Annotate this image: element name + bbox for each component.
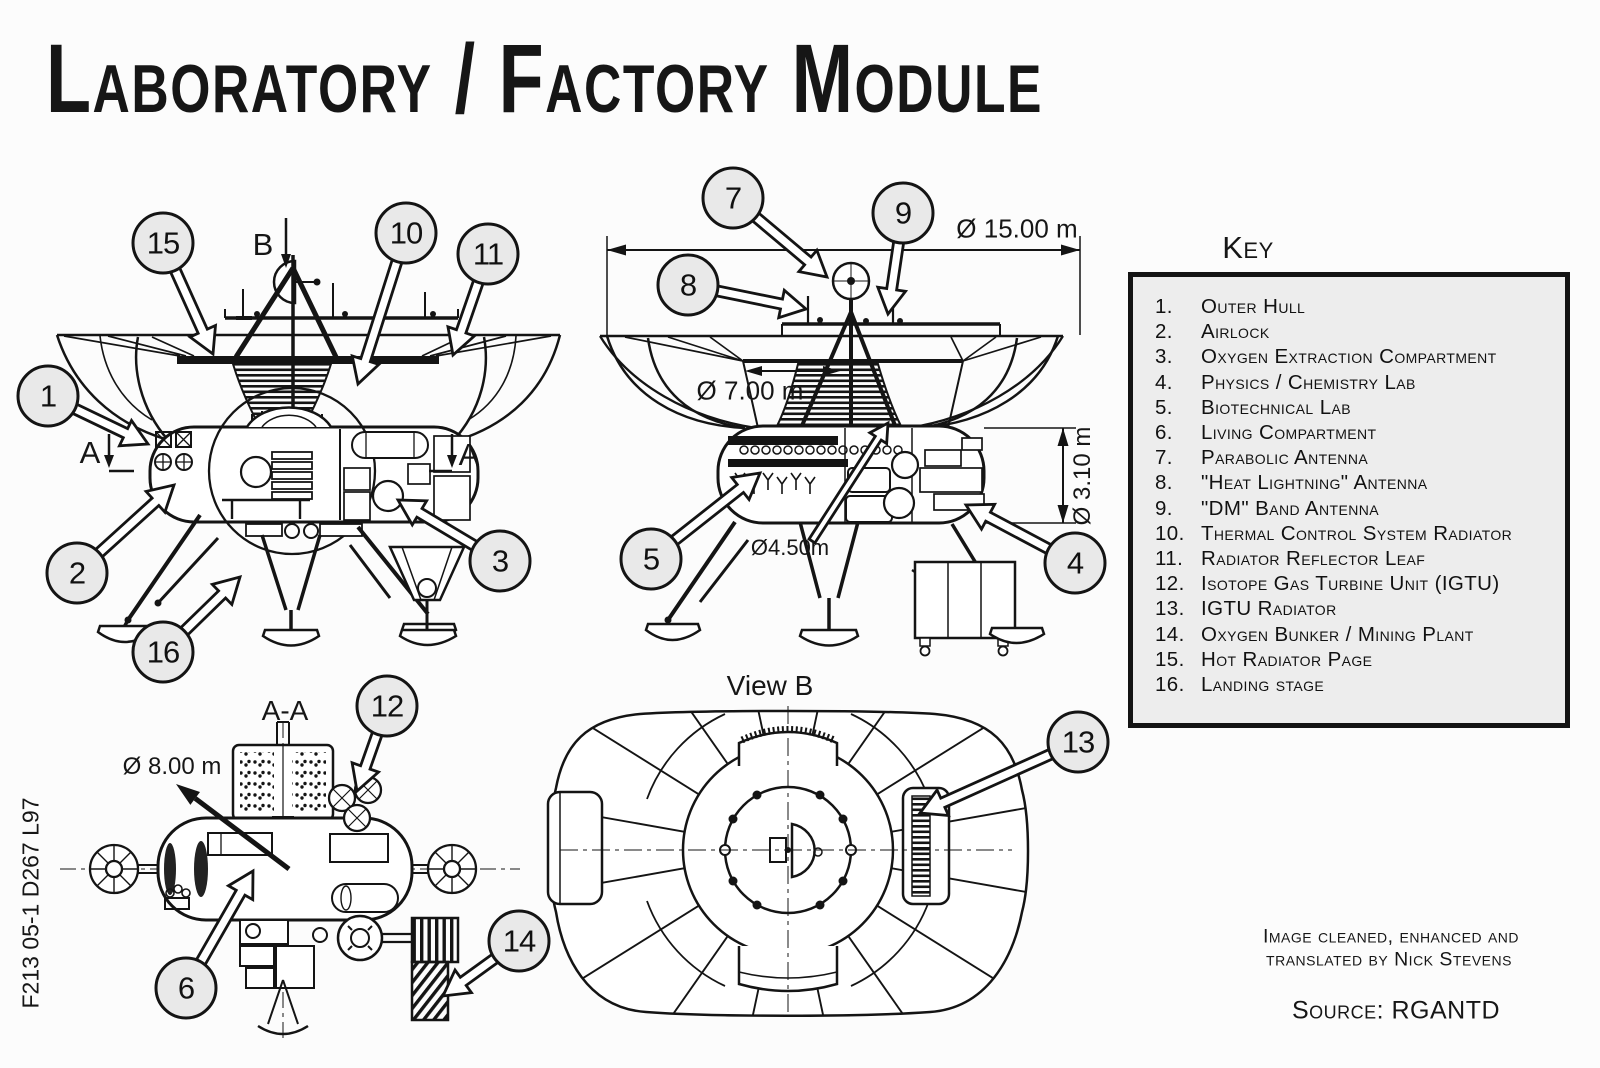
key-item-number: 2. [1155, 320, 1173, 344]
dimension-8m: Ø 8.00 m [122, 753, 222, 780]
key-item: 16. Landing stage [1133, 672, 1565, 697]
key-item-number: 15. [1155, 647, 1185, 671]
key-item-label: Oxygen Extraction Compartment [1201, 345, 1497, 369]
key-item-number: 5. [1155, 395, 1173, 419]
key-item-number: 13. [1155, 597, 1185, 621]
igtu-turbines [327, 775, 383, 833]
key-item-label: IGTU Radiator [1201, 597, 1337, 621]
leader-arrows [70, 210, 1056, 998]
section-fan-right [412, 843, 478, 895]
key-item-label: Isotope Gas Turbine Unit (IGTU) [1201, 572, 1500, 596]
key-item: 8. "Heat Lightning" Antenna [1133, 470, 1565, 495]
key-item-label: "Heat Lightning" Antenna [1201, 471, 1428, 495]
key-item-number: 12. [1155, 572, 1185, 596]
drawing-number: F213 05-1 D267 L97 [17, 797, 44, 1009]
callout-15: 15 [131, 211, 195, 275]
key-item: 12. Isotope Gas Turbine Unit (IGTU) [1133, 571, 1565, 596]
callout-5: 5 [619, 527, 683, 591]
key-item-number: 3. [1155, 345, 1173, 369]
callout-14: 14 [487, 909, 551, 973]
key-title: Key [1222, 230, 1274, 265]
key-item: 15. Hot Radiator Page [1133, 647, 1565, 672]
key-item-number: 6. [1155, 421, 1173, 445]
key-item: 6. Living Compartment [1133, 420, 1565, 445]
callout-4: 4 [1043, 531, 1107, 595]
view-b-drawing [546, 706, 1030, 1017]
callout-2: 2 [45, 541, 109, 605]
section-aa-title: A-A [261, 695, 309, 726]
key-item-label: Thermal Control System Radiator [1201, 521, 1513, 545]
callout-3: 3 [468, 529, 532, 593]
callout-13: 13 [1046, 710, 1110, 774]
key-item: 13. IGTU Radiator [1133, 596, 1565, 621]
key-item: 14. Oxygen Bunker / Mining Plant [1133, 622, 1565, 647]
key-item-label: Radiator Reflector Leaf [1201, 547, 1426, 571]
key-item-label: Physics / Chemistry Lab [1201, 370, 1416, 394]
key-item: 1. Outer Hull [1133, 294, 1565, 319]
credit-source: Source: RGANTD [1291, 996, 1501, 1025]
front-elevation-drawing [599, 236, 1081, 657]
key-item-label: Oxygen Bunker / Mining Plant [1201, 622, 1474, 646]
section-fan-left [88, 843, 158, 895]
callout-12: 12 [355, 674, 419, 738]
front-landing-legs [644, 520, 1046, 657]
key-item-label: Biotechnical Lab [1201, 395, 1351, 419]
key-item-number: 1. [1155, 295, 1173, 318]
view-b-title: View B [726, 670, 814, 701]
key-item-number: 16. [1155, 673, 1185, 697]
key-item: 10. Thermal Control System Radiator [1133, 521, 1565, 546]
key-item-number: 4. [1155, 370, 1173, 394]
key-item-number: 9. [1155, 496, 1173, 520]
mining-plant-box [410, 916, 460, 964]
side-landing-legs [96, 513, 466, 647]
key-item-label: Hot Radiator Page [1201, 647, 1373, 671]
key-item: 3. Oxygen Extraction Compartment [1133, 344, 1565, 369]
view-b-cut-marker: B [252, 227, 274, 262]
key-item: 5. Biotechnical Lab [1133, 395, 1565, 420]
key-item-number: 8. [1155, 471, 1173, 495]
dimension-3-10m: Ø 3.10 m [1069, 426, 1096, 526]
key-item: 4. Physics / Chemistry Lab [1133, 370, 1565, 395]
credit-line-1: Image cleaned, enhanced and [1262, 925, 1520, 948]
callout-6: 6 [154, 956, 218, 1020]
key-item-number: 14. [1155, 622, 1185, 646]
callout-9: 9 [871, 181, 935, 245]
callout-16: 16 [131, 620, 195, 684]
key-item-number: 10. [1155, 521, 1185, 545]
key-item-label: Living Compartment [1201, 421, 1377, 445]
callout-11: 11 [456, 222, 520, 286]
key-item-label: Outer Hull [1201, 295, 1306, 318]
side-sphere [207, 386, 377, 556]
key-item-label: Parabolic Antenna [1201, 446, 1369, 470]
igtu-radiator-segment [911, 795, 931, 897]
callout-7: 7 [701, 166, 765, 230]
section-cut-marker-left: A [79, 435, 101, 470]
hatch-bolts [728, 790, 848, 910]
key-item: 9. "DM" Band Antenna [1133, 496, 1565, 521]
key-item: 11. Radiator Reflector Leaf [1133, 546, 1565, 571]
section-cut-marker-right: A [458, 437, 480, 472]
callout-10: 10 [374, 201, 438, 265]
callout-1: 1 [16, 364, 80, 428]
key-item-label: "DM" Band Antenna [1201, 496, 1379, 520]
dimension-7m: Ø 7.00 m [696, 375, 804, 406]
credit-line-2: translated by Nick Stevens [1266, 948, 1512, 971]
page-title: Laboratory / Factory Module [46, 24, 1044, 133]
key-item-number: 11. [1155, 547, 1184, 571]
key-box: 1. Outer Hull 2. Airlock 3. Oxygen Extracti… [1128, 272, 1570, 728]
key-item: 7. Parabolic Antenna [1133, 445, 1565, 470]
key-item-number: 7. [1155, 446, 1173, 470]
dimension-4-50m: Ø4.50m [750, 535, 830, 560]
key-item: 2. Airlock [1133, 319, 1565, 344]
callout-8: 8 [656, 253, 720, 317]
dimension-15m: Ø 15.00 m [956, 213, 1078, 244]
key-item-label: Airlock [1201, 320, 1270, 344]
key-item-label: Landing stage [1201, 673, 1325, 697]
